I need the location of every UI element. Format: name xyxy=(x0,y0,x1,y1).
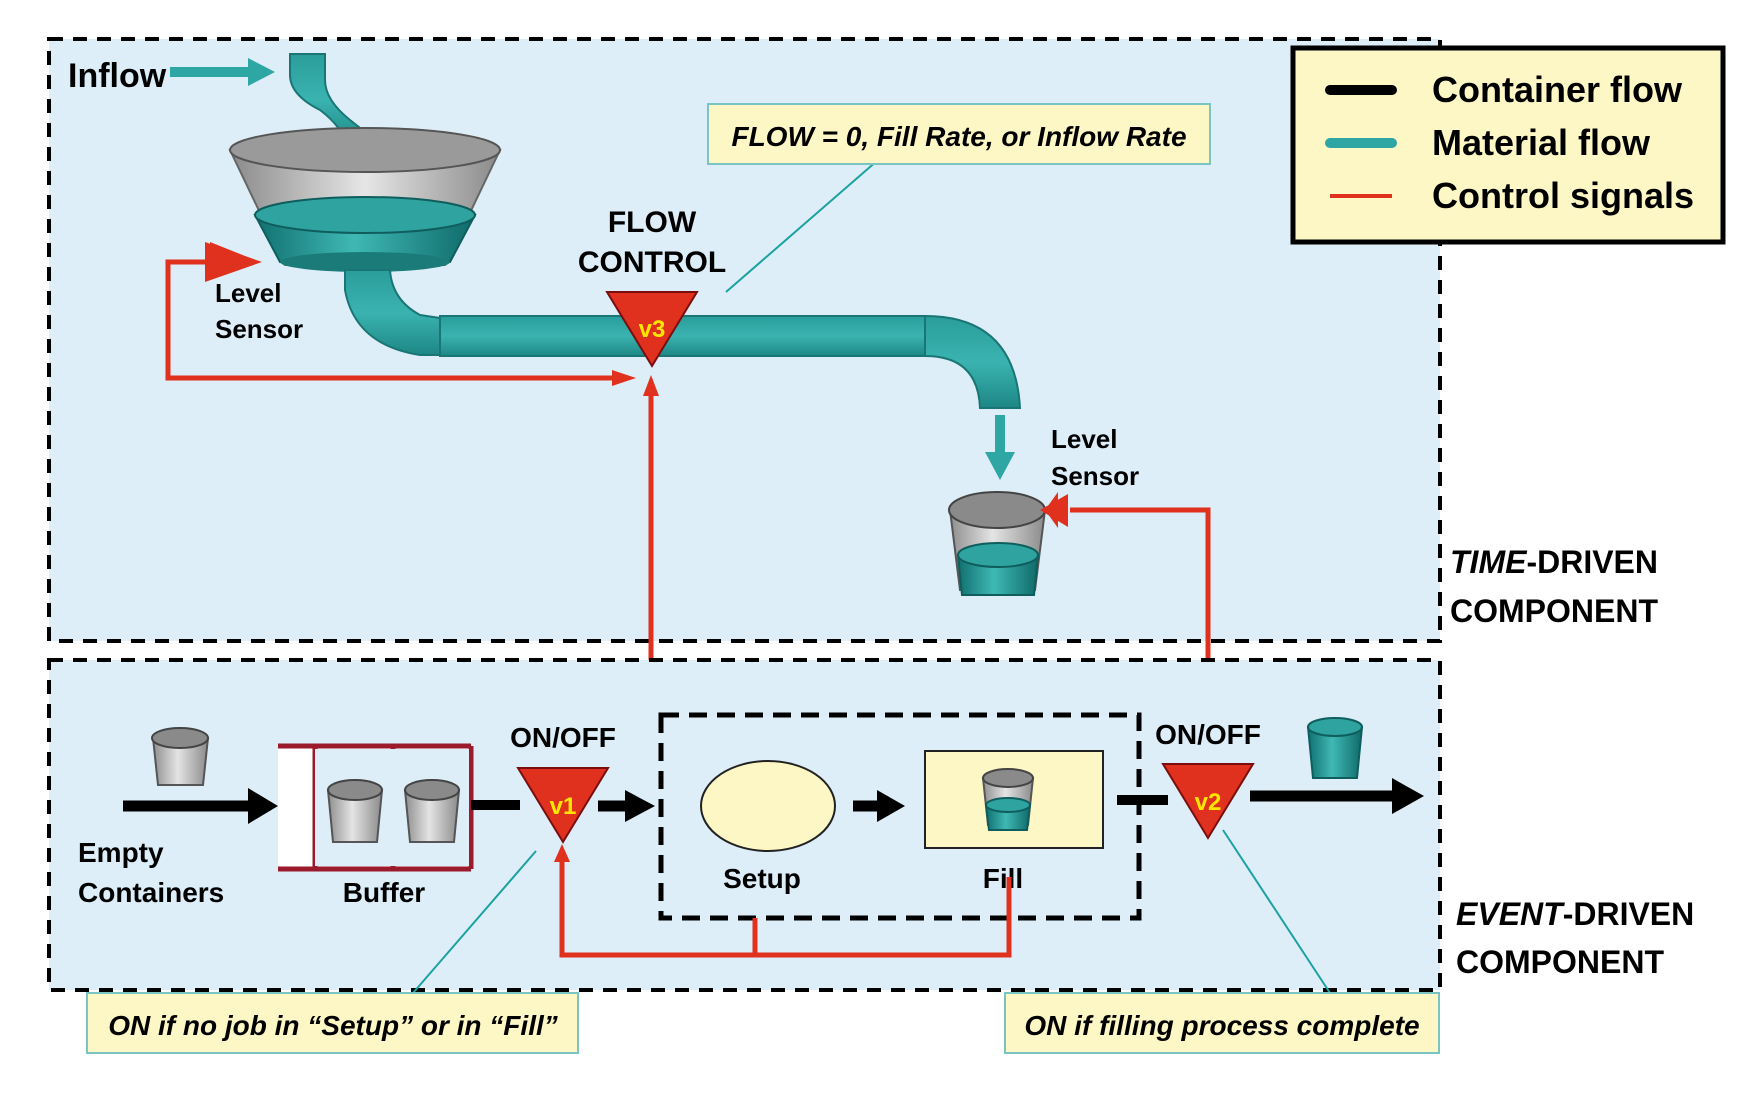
main-pipe xyxy=(344,269,1022,409)
empty-containers-label-2: Containers xyxy=(78,877,224,908)
v1-onoff-label: ON/OFF xyxy=(510,722,616,753)
svg-text:v2: v2 xyxy=(1195,789,1222,816)
empty-container-icon xyxy=(151,727,210,786)
tank-sensor-arrow xyxy=(205,242,262,282)
filling-container xyxy=(948,491,1047,596)
svg-text:v1: v1 xyxy=(550,793,577,820)
empty-containers-label: Empty xyxy=(78,837,164,868)
valve-v1[interactable]: v1 xyxy=(516,767,610,844)
svg-text:v3: v3 xyxy=(639,316,666,343)
container-level-sensor-label: Level xyxy=(1051,424,1118,454)
inflow-arrow xyxy=(170,58,275,86)
legend-label-material-flow: Material flow xyxy=(1432,122,1651,163)
output-arrow xyxy=(1250,778,1424,814)
event-driven-label-2: COMPONENT xyxy=(1456,944,1664,980)
valve-v2[interactable]: v2 xyxy=(1161,763,1255,840)
fill-label: Fill xyxy=(983,863,1023,894)
process-group xyxy=(658,712,1142,921)
empty-containers-arrow xyxy=(123,788,278,824)
main-tank xyxy=(228,127,502,272)
buffer xyxy=(278,743,474,872)
flow-callout: FLOW = 0, Fill Rate, or Inflow Rate xyxy=(707,103,1211,293)
time-driven-label: TIME-DRIVEN xyxy=(1450,544,1658,580)
v2-callout-text: ON if filling process complete xyxy=(1024,1010,1419,1041)
setup-to-fill-arrow xyxy=(853,790,905,822)
flow-control-label: FLOW xyxy=(608,206,697,239)
v1-callout-text: ON if no job in “Setup” or in “Fill” xyxy=(108,1010,558,1041)
v2-callout: ON if filling process complete xyxy=(1004,829,1440,1054)
setup-station xyxy=(700,760,836,852)
legend-label-container-flow: Container flow xyxy=(1432,69,1683,110)
v1-control-arrowhead xyxy=(554,844,570,862)
setup-label: Setup xyxy=(723,863,801,894)
legend-label-control-signals: Control signals xyxy=(1432,175,1694,216)
fill-station xyxy=(924,750,1104,849)
valve-v3[interactable]: v3 xyxy=(605,291,699,368)
time-driven-label-2: COMPONENT xyxy=(1450,593,1658,629)
v2-onoff-label: ON/OFF xyxy=(1155,719,1261,750)
flow-control-label-2: CONTROL xyxy=(578,246,726,279)
control-signals-event xyxy=(559,860,1012,958)
material-down-arrow xyxy=(985,415,1015,480)
filled-container-icon xyxy=(1306,717,1364,779)
tank-level-sensor-label: Level xyxy=(215,278,282,308)
flow-callout-text: FLOW = 0, Fill Rate, or Inflow Rate xyxy=(731,121,1186,152)
v1-to-setup-arrow xyxy=(598,790,655,822)
v1-callout: ON if no job in “Setup” or in “Fill” xyxy=(86,850,579,1054)
legend: Container flow Material flow Control sig… xyxy=(1290,45,1726,245)
buffer-label: Buffer xyxy=(343,877,426,908)
inflow-label: Inflow xyxy=(68,57,167,95)
container-level-sensor-label-2: Sensor xyxy=(1051,461,1139,491)
event-driven-label: EVENT-DRIVEN xyxy=(1456,896,1694,932)
tank-level-sensor-label-2: Sensor xyxy=(215,314,303,344)
